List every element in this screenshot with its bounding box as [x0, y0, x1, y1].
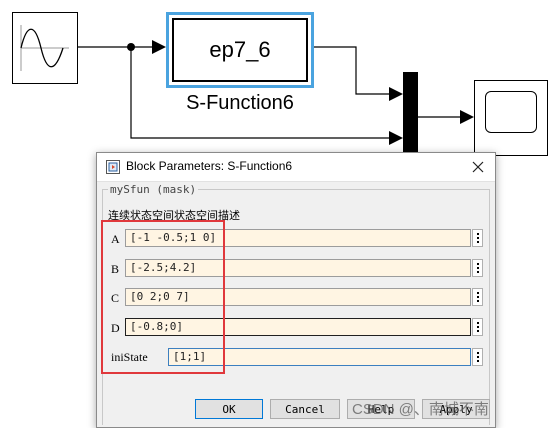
param-menu-button-a[interactable] [472, 229, 483, 247]
param-field-a[interactable]: [-1 -0.5;1 0] [125, 229, 471, 247]
param-menu-button-b[interactable] [472, 259, 483, 277]
param-menu-button-d[interactable] [472, 318, 483, 336]
sfunction-block-text: ep7_6 [172, 18, 308, 82]
arrow-head [152, 40, 166, 54]
param-field-d[interactable]: [-0.8;0] [125, 318, 471, 336]
block-parameters-dialog: Block Parameters: S-Function6 mySfun (ma… [96, 152, 496, 428]
param-label-inistate: iniState [111, 350, 148, 364]
watermark-text: CSDN @、南城不南 [352, 401, 489, 418]
signal-line-sfun-to-mux [314, 46, 389, 95]
mask-type-label: mySfun (mask) [108, 183, 199, 196]
param-label-d: D [111, 321, 120, 335]
param-menu-button-c[interactable] [472, 288, 483, 306]
param-label-c: C [111, 291, 120, 305]
sfunction-block[interactable]: ep7_6 [166, 12, 314, 88]
param-field-b[interactable]: [-2.5;4.2] [125, 259, 471, 277]
signal-line-branch-to-mux [130, 47, 389, 139]
dialog-title: Block Parameters: S-Function6 [126, 159, 293, 173]
sine-wave-block[interactable] [12, 12, 78, 84]
param-menu-button-inistate[interactable] [472, 348, 483, 366]
param-label-b: B [111, 262, 120, 276]
apply-button[interactable]: Apply [422, 399, 490, 419]
help-button[interactable]: Help [347, 399, 415, 419]
arrow-head [389, 87, 403, 101]
param-field-inistate[interactable]: [1;1] [168, 348, 471, 366]
sine-wave-icon [20, 25, 69, 71]
mask-description: 连续状态空间状态空间描述 [108, 210, 240, 222]
arrow-head [389, 131, 403, 145]
mux-block[interactable] [403, 72, 418, 158]
dialog-titlebar[interactable]: Block Parameters: S-Function6 [97, 153, 495, 182]
sfunction-block-name[interactable]: S-Function6 [186, 92, 294, 114]
param-label-a: A [111, 232, 120, 246]
mask-groupbox [102, 189, 490, 425]
simulink-block-icon [106, 160, 120, 174]
close-button[interactable] [461, 153, 495, 181]
param-field-c[interactable]: [0 2;0 7] [125, 288, 471, 306]
close-icon [472, 161, 484, 173]
scope-icon [485, 91, 537, 133]
arrow-head [460, 110, 474, 124]
cancel-button[interactable]: Cancel [270, 399, 340, 419]
scope-block[interactable] [474, 80, 548, 156]
ok-button[interactable]: OK [195, 399, 263, 419]
